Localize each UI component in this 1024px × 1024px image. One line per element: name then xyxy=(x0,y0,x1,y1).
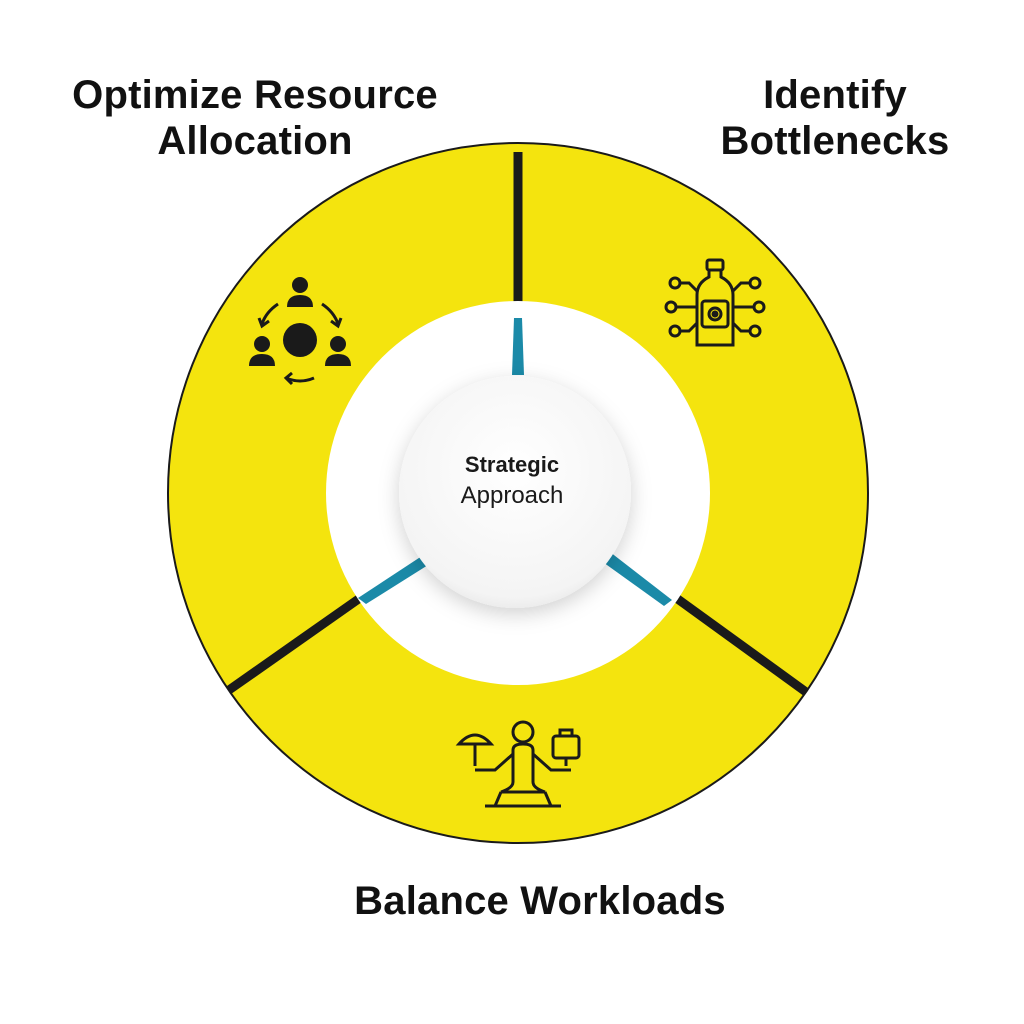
spoke-left xyxy=(358,552,436,604)
team-rotation-icon xyxy=(249,277,351,386)
center-disc xyxy=(399,376,631,608)
center-subtitle: Approach xyxy=(460,482,564,509)
bottle-network-icon xyxy=(664,258,766,347)
divider-left xyxy=(226,594,363,694)
balance-person-icon xyxy=(455,720,581,808)
divider-right xyxy=(665,588,809,696)
segment-label-balance-workloads: Balance Workloads xyxy=(354,879,726,923)
center-label: Strategic Approach xyxy=(400,450,624,512)
spoke-top xyxy=(512,318,524,375)
segment-label-identify-bottlenecks: Identify Bottlenecks xyxy=(720,73,950,163)
spoke-right xyxy=(600,552,672,606)
segment-label-optimize-resource: Optimize Resource Allocation xyxy=(72,73,438,163)
center-title: Strategic xyxy=(464,452,560,477)
